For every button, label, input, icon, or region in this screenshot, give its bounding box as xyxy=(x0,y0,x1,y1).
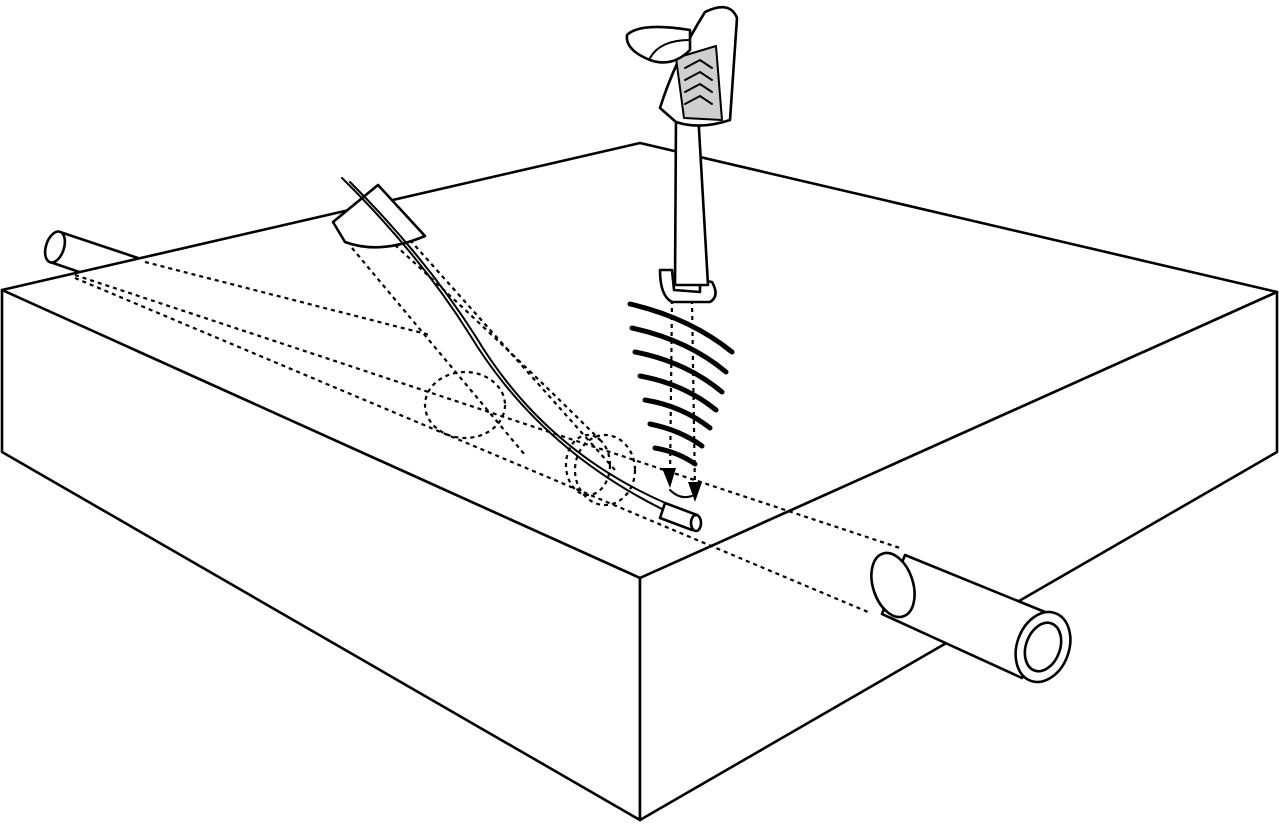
buried-pipe-hidden xyxy=(74,260,901,614)
sonde-head xyxy=(658,501,703,533)
signal-path xyxy=(662,299,702,502)
signal-waves xyxy=(627,301,735,467)
cable-locator xyxy=(625,5,739,304)
ground-slab xyxy=(0,141,1279,822)
push-camera-cable xyxy=(331,177,703,533)
pipe-right-end xyxy=(870,551,1072,684)
